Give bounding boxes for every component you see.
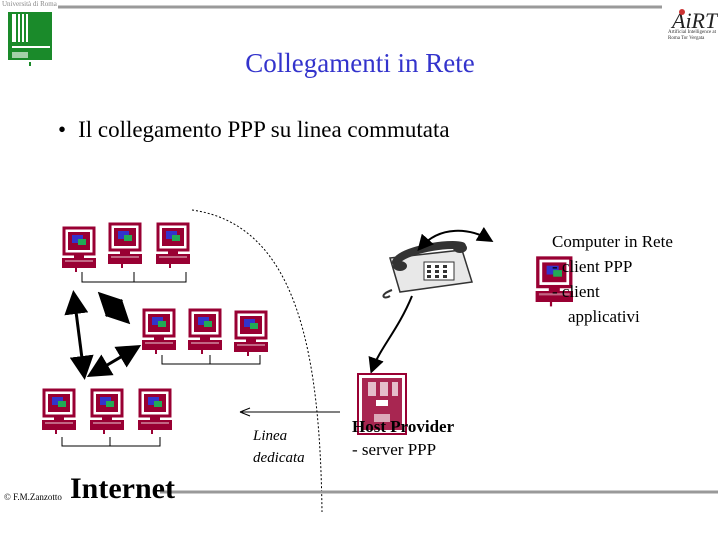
airt-logo-text: AiRT <box>670 8 718 33</box>
host-title: Host Provider <box>352 417 455 436</box>
bullet-marker: • <box>58 117 67 142</box>
bullet-item: • Il collegamento PPP su linea commutata <box>58 117 450 143</box>
network-line <box>81 272 187 283</box>
legend-line: Computer in Rete <box>552 232 673 251</box>
linea-line: dedicata <box>253 450 305 466</box>
legend-line: - client <box>552 282 600 301</box>
computer-icon <box>40 388 78 436</box>
phone-arrow-to-host <box>368 295 413 374</box>
airt-logo-icon: AiRT <box>670 8 718 33</box>
computer-icon <box>106 222 144 270</box>
server-icon <box>357 373 407 435</box>
computer-icon <box>88 388 126 436</box>
header-line <box>29 5 662 66</box>
connection-arrow <box>64 290 94 380</box>
host-subtitle: - server PPP <box>352 440 437 459</box>
legend-line: applicativi <box>568 307 640 326</box>
telephone-icon <box>382 241 473 299</box>
connection-arrow <box>97 291 131 325</box>
legend-line: - client PPP <box>552 257 633 276</box>
airt-caption: Artificial Intelligence at Roma Tor Verg… <box>668 30 717 41</box>
phone-arrow-to-computer <box>417 226 494 252</box>
university-text: Università di Roma <box>2 0 57 8</box>
linea-line: Linea <box>253 428 288 444</box>
computer-icon <box>232 310 270 358</box>
computer-icon <box>136 388 174 436</box>
connection-arrow <box>86 344 142 378</box>
network-line <box>161 355 261 365</box>
computer-icon <box>186 308 224 356</box>
linea-dedicata-label: Linea dedicata <box>253 425 305 469</box>
boundary-curve <box>191 209 323 513</box>
bullet-text: Il collegamento PPP su linea commutata <box>78 117 450 142</box>
computer-icon <box>154 222 192 270</box>
slide-title: Collegamenti in Rete <box>245 48 475 78</box>
computer-icon <box>140 308 178 356</box>
computer-legend: Computer in Rete - client PPP - client a… <box>552 229 673 329</box>
university-logo-icon <box>8 12 52 60</box>
copyright: © F.M.Zanzotto <box>4 492 62 502</box>
host-provider-label: Host Provider - server PPP <box>352 415 454 461</box>
internet-label: Internet <box>70 472 175 505</box>
computer-icon <box>60 226 98 274</box>
network-line <box>61 437 161 447</box>
